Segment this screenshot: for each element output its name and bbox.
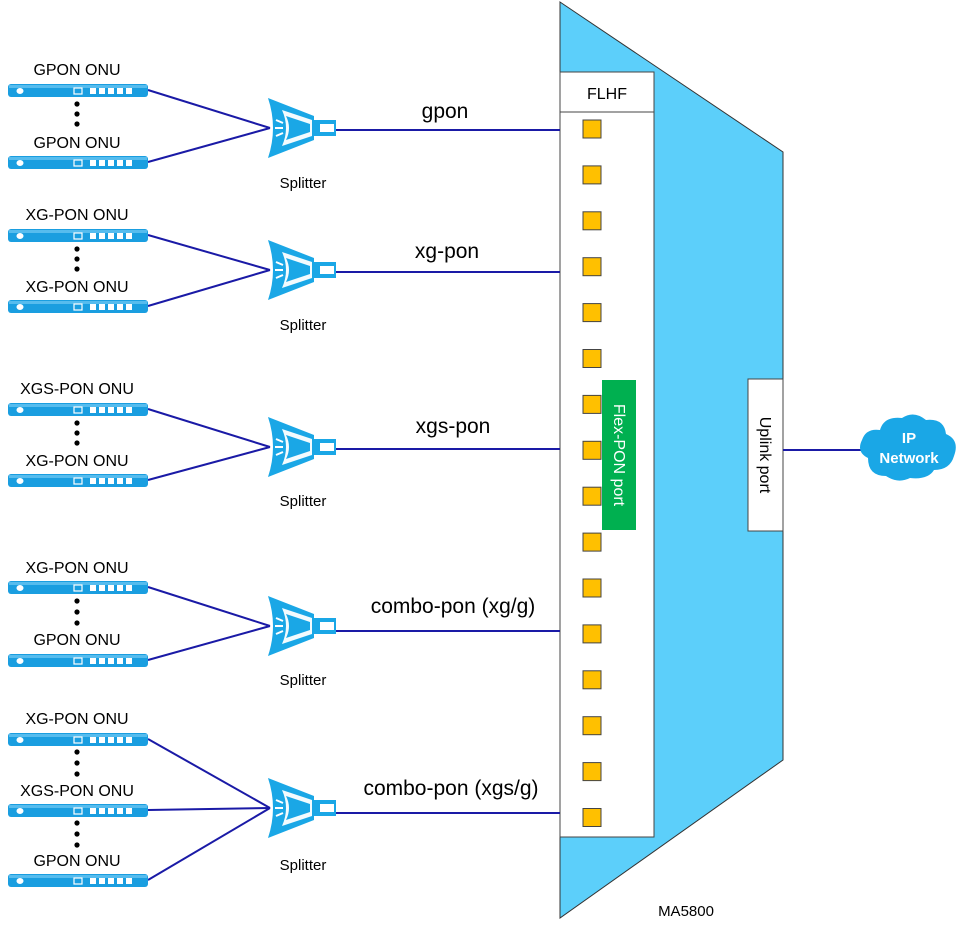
pon-port [582, 762, 602, 782]
onu-label: GPON ONU [33, 853, 120, 870]
onu-label: XG-PON ONU [25, 453, 128, 470]
splitter-icon [267, 777, 337, 839]
pon-type-label: xg-pon [415, 240, 479, 263]
onu-device-icon [7, 155, 149, 170]
pon-port [582, 624, 602, 644]
ellipsis-dot [74, 430, 80, 436]
onu-fiber [147, 446, 271, 481]
onu-fiber [147, 127, 271, 163]
ellipsis-dot [74, 101, 80, 107]
pon-type-label: combo-pon (xg/g) [371, 595, 536, 618]
pon-port [582, 211, 602, 231]
splitter-label: Splitter [280, 857, 327, 874]
pon-port [582, 257, 602, 277]
pon-ports [582, 119, 602, 827]
onu-label: XG-PON ONU [25, 560, 128, 577]
splitter-label: Splitter [280, 493, 327, 510]
pon-port [582, 716, 602, 736]
onu-device-icon [7, 83, 149, 98]
pon-type-label: xgs-pon [416, 415, 491, 438]
onu-device-icon [7, 873, 149, 888]
onu-device-icon [7, 580, 149, 595]
onu-label: XG-PON ONU [25, 207, 128, 224]
flex-pon-port-label: Flex-PON port [610, 404, 627, 507]
ellipsis-dot [74, 842, 80, 848]
onu-fiber [147, 807, 271, 811]
flex-pon-port-box [602, 380, 636, 530]
pon-port [582, 119, 602, 139]
pon-port [582, 486, 602, 506]
onu-fiber [147, 586, 271, 627]
ellipsis-dot [74, 771, 80, 777]
pon-port [582, 440, 602, 460]
onu-label: GPON ONU [33, 632, 120, 649]
onu-device-icon [7, 803, 149, 818]
pon-port [582, 165, 602, 185]
pon-port [582, 578, 602, 598]
ellipsis-dot [74, 831, 80, 837]
ellipsis-dot [74, 749, 80, 755]
ellipsis-dot [74, 760, 80, 766]
onu-fiber [147, 234, 271, 271]
pon-group: XGS-PON ONU XG-PON ONU Splitter xgs-pon [7, 381, 560, 510]
pon-type-label: gpon [422, 100, 469, 123]
chassis-name-label: MA5800 [658, 903, 714, 920]
onu-device-icon [7, 402, 149, 417]
ellipsis-dot [74, 620, 80, 626]
ellipsis-dot [74, 266, 80, 272]
pon-port [582, 670, 602, 690]
onu-device-icon [7, 228, 149, 243]
pon-group: GPON ONU GPON ONU Splitter gpon [7, 62, 560, 192]
splitter-icon [267, 595, 337, 657]
pon-port [582, 532, 602, 552]
pon-port [582, 349, 602, 368]
splitter-icon [267, 416, 337, 478]
onu-fiber [147, 408, 271, 448]
splitter-label: Splitter [280, 175, 327, 192]
onu-fiber [147, 738, 271, 809]
pon-port [582, 303, 602, 323]
onu-device-icon [7, 299, 149, 314]
ip-network-label-line2: Network [879, 450, 939, 467]
pon-group: XG-PON ONU GPON ONU Splitter combo-pon (xg/… [7, 560, 560, 689]
flhf-label: FLHF [587, 86, 627, 103]
splitter-icon [267, 97, 337, 159]
onu-label: XG-PON ONU [25, 279, 128, 296]
onu-label: XGS-PON ONU [20, 783, 134, 800]
onu-label: GPON ONU [33, 62, 120, 79]
ellipsis-dot [74, 246, 80, 252]
ellipsis-dot [74, 440, 80, 446]
onu-fiber [147, 89, 271, 129]
onu-device-icon [7, 653, 149, 668]
pon-type-label: combo-pon (xgs/g) [363, 777, 538, 800]
pon-port [582, 808, 602, 827]
onu-label: GPON ONU [33, 135, 120, 152]
pon-port [582, 394, 602, 414]
splitter-label: Splitter [280, 317, 327, 334]
pon-group: XG-PON ONU XG-PON ONU Splitter xg-pon [7, 207, 560, 334]
ellipsis-dot [74, 420, 80, 426]
onu-label: XGS-PON ONU [20, 381, 134, 398]
ellipsis-dot [74, 256, 80, 262]
onu-fiber [147, 807, 271, 881]
ip-network-label-line1: IP [902, 430, 916, 447]
onu-label: XG-PON ONU [25, 711, 128, 728]
ip-network-cloud-icon [860, 414, 956, 481]
ellipsis-dot [74, 598, 80, 604]
uplink-port-label: Uplink port [756, 417, 773, 494]
uplink-port-box [747, 378, 784, 532]
onu-device-icon [7, 732, 149, 747]
ellipsis-dot [74, 121, 80, 127]
onu-device-icon [7, 473, 149, 488]
pon-group: XG-PON ONU XGS-PON ONU GPON ONU Splitter com… [7, 711, 560, 888]
splitter-label: Splitter [280, 672, 327, 689]
onu-fiber [147, 269, 271, 307]
ellipsis-dot [74, 609, 80, 615]
ellipsis-dot [74, 111, 80, 117]
onu-fiber [147, 625, 271, 661]
splitter-icon [267, 239, 337, 301]
ellipsis-dot [74, 820, 80, 826]
